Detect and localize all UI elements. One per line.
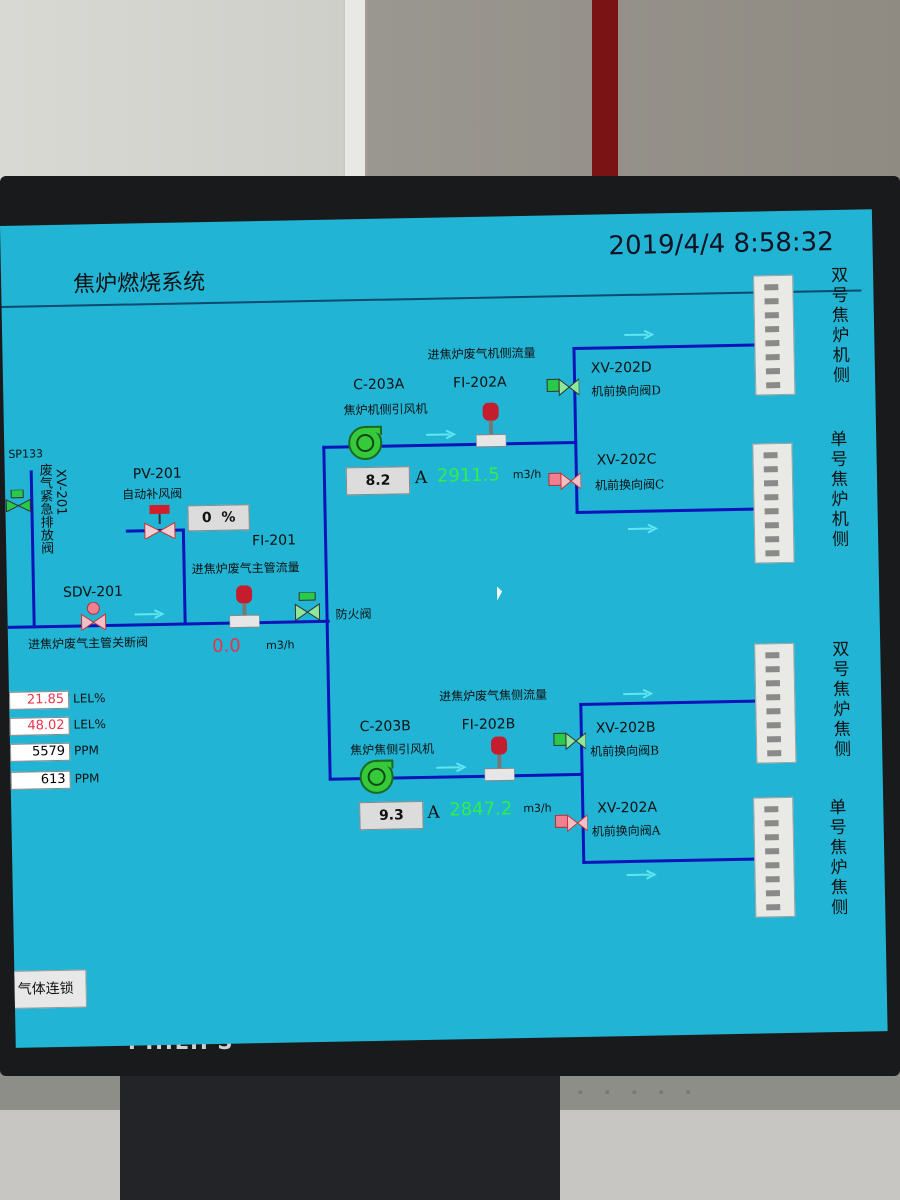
xv202c-valve-icon[interactable] xyxy=(547,469,582,500)
fire-valve-icon[interactable] xyxy=(293,591,322,623)
pv201-unit: % xyxy=(221,509,236,526)
wall-seam xyxy=(345,0,365,230)
page-title: 焦炉燃烧系统 xyxy=(72,270,206,298)
xv202a-desc: 机前换向阀A xyxy=(591,823,661,839)
oven-cabinet-icon xyxy=(752,442,795,564)
distribution-riser xyxy=(322,445,332,780)
c203a-current-unit: A xyxy=(414,467,428,489)
monitor-buttons: ▪ ▪ ▪ ▪ ▪ xyxy=(578,1088,701,1096)
flow-arrow-icon xyxy=(436,762,467,773)
xv202c-tag: XV-202C xyxy=(596,451,657,469)
coke-side-flow-desc: 进焦炉废气焦侧流量 xyxy=(438,687,548,704)
c203b-desc: 焦炉焦侧引风机 xyxy=(349,741,435,758)
lel-unit-2: LEL% xyxy=(73,717,107,732)
c203a-fan-icon[interactable] xyxy=(347,425,384,462)
xv202c-desc: 机前换向阀C xyxy=(594,477,665,493)
ppm-reading-1: 5579 xyxy=(9,742,71,762)
flow-arrow-icon xyxy=(134,609,165,619)
machine-side-flow-desc: 进焦炉废气机侧流量 xyxy=(427,345,536,362)
xv202a-tag: XV-202A xyxy=(597,799,658,817)
fi202a-flow-value: 2911.5 xyxy=(436,464,501,487)
c203b-current-unit: A xyxy=(427,802,440,823)
fi202b-tag: FI-202B xyxy=(461,716,516,734)
c203b-current-box: 9.3 xyxy=(359,800,424,831)
ppm-reading-2: 613 xyxy=(10,770,71,790)
gas-interlock-button[interactable]: 气体连锁 xyxy=(4,969,88,1010)
main-pipe xyxy=(7,619,330,629)
fi201-flowmeter-icon[interactable] xyxy=(229,585,260,630)
sdv201-desc: 进焦炉废气主管关断阀 xyxy=(27,635,149,652)
coke-upper-branch xyxy=(579,699,756,706)
fi202b-flowmeter-icon[interactable] xyxy=(484,736,515,783)
xv202d-desc: 机前换向阀D xyxy=(591,383,662,399)
pv201-riser xyxy=(181,528,187,626)
oven-label-coke-odd: 单号焦炉焦侧 xyxy=(825,797,848,919)
flow-arrow-icon xyxy=(623,688,654,699)
machine-lower-branch xyxy=(575,507,754,515)
fi201-desc: 进焦炉废气主管流量 xyxy=(191,560,300,577)
xv202b-tag: XV-202B xyxy=(595,719,656,737)
monitor-stand xyxy=(120,1075,560,1200)
xv202d-tag: XV-202D xyxy=(590,359,652,377)
oven-cabinet-icon xyxy=(754,642,797,764)
hmi-screen: 焦炉燃烧系统 2019/4/4 8:58:32 SP133 废气紧急排放阀 XV… xyxy=(0,209,888,1048)
datetime-display: 2019/4/4 8:58:32 xyxy=(608,227,835,262)
flow-arrow-icon xyxy=(624,329,655,340)
sp133-tag: SP133 xyxy=(8,447,44,461)
mouse-cursor-icon xyxy=(497,586,503,601)
xv202b-valve-icon[interactable] xyxy=(552,729,587,760)
sdv201-valve-icon[interactable] xyxy=(79,602,108,631)
c203a-current-box: 8.2 xyxy=(345,466,411,496)
oven-cabinet-icon xyxy=(753,274,796,396)
coke-lower-branch xyxy=(582,857,759,864)
xv202a-valve-icon[interactable] xyxy=(553,811,588,842)
pv201-tag: PV-201 xyxy=(132,465,182,483)
flow-arrow-icon xyxy=(426,429,457,440)
lel-reading-1: 21.85 xyxy=(8,690,70,710)
fi201-tag: FI-201 xyxy=(251,532,297,550)
c203a-desc: 焦炉机侧引风机 xyxy=(343,401,428,418)
ppm-unit-1: PPM xyxy=(73,743,100,758)
fi201-value: 0.0 xyxy=(211,635,241,658)
pv201-value: 0 xyxy=(201,509,212,527)
fi202b-flow-unit: m3/h xyxy=(523,801,552,816)
lel-unit-1: LEL% xyxy=(72,691,106,706)
oven-cabinet-icon xyxy=(753,796,796,918)
lel-reading-2: 48.02 xyxy=(9,716,70,736)
c203b-tag: C-203B xyxy=(359,718,411,736)
fi202b-flow-value: 2847.2 xyxy=(449,798,513,821)
ppm-unit-2: PPM xyxy=(74,771,100,786)
pv201-desc: 自动补风阀 xyxy=(122,486,183,502)
c203b-fan-icon[interactable] xyxy=(358,759,395,796)
fi202a-flow-unit: m3/h xyxy=(512,467,542,482)
flow-arrow-icon xyxy=(626,869,657,880)
oven-label-machine-even: 双号焦炉机侧 xyxy=(826,265,850,387)
xv202d-valve-icon[interactable] xyxy=(545,375,580,406)
c203a-tag: C-203A xyxy=(352,376,405,394)
pv201-output-box: 0 % xyxy=(187,504,250,532)
xv202b-desc: 机前换向阀B xyxy=(590,743,660,759)
xv201-tag: XV-201 xyxy=(52,468,69,516)
oven-label-coke-even: 双号焦炉焦侧 xyxy=(828,639,851,761)
flow-arrow-icon xyxy=(627,523,659,534)
xv201-valve-icon[interactable] xyxy=(5,489,32,512)
fi201-unit: m3/h xyxy=(265,638,295,652)
fi202a-flowmeter-icon[interactable] xyxy=(475,402,507,449)
machine-upper-branch xyxy=(572,343,755,351)
sdv201-tag: SDV-201 xyxy=(62,583,124,601)
background-pipe xyxy=(592,0,618,190)
oven-label-machine-odd: 单号焦炉机侧 xyxy=(826,429,849,551)
pv201-valve-icon[interactable] xyxy=(143,504,176,540)
fire-valve-label: 防火阀 xyxy=(335,606,372,622)
fi202a-tag: FI-202A xyxy=(452,374,507,392)
